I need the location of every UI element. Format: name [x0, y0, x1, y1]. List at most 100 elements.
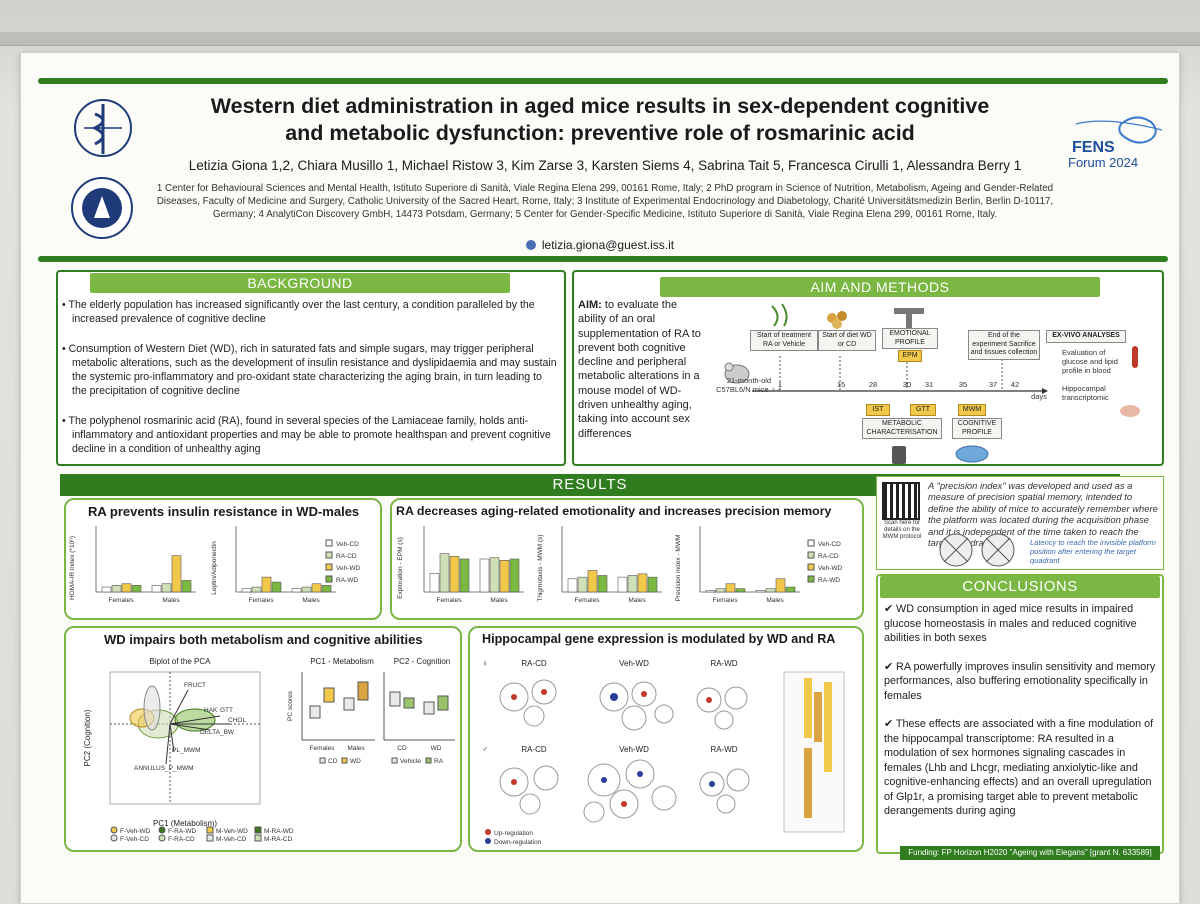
net-f-ra-wd: RA-WD: [710, 659, 737, 668]
var-pl-mwm: PL_MWM: [172, 747, 201, 754]
male-symbol-icon: ♂: [482, 745, 488, 754]
title-line-1: Western diet administration in aged mice…: [210, 94, 990, 118]
exvivo-item-1: Evaluation of glucose and lipid profile …: [1062, 348, 1118, 375]
legend2-ra-wd: RA-WD: [818, 577, 840, 584]
start-diet-box: Start of diet WD or CD: [818, 330, 876, 351]
var-chol: CHOL: [228, 717, 246, 724]
bar-females-veh-cd: [101, 586, 112, 593]
category-label: Males: [490, 597, 508, 604]
category-label: Males: [766, 597, 784, 604]
pc-ylabel: PC scores: [287, 690, 294, 721]
day-42: 42: [1010, 380, 1020, 389]
panel-gene-title: Hippocampal gene expression is modulated…: [482, 632, 836, 646]
epm-box: EPM: [898, 350, 922, 362]
bar-females-ra-wd: [735, 588, 746, 593]
day-35: 35: [958, 380, 968, 389]
panel-pca-title: WD impairs both metabolism and cognitive…: [104, 632, 423, 647]
legend-veh-cd: Veh-CD: [336, 541, 359, 548]
day-37: 37: [988, 380, 998, 389]
bar-males-veh-wd: [311, 583, 322, 593]
metabolic-char-box: METABOLIC CHARACTERISATION: [862, 418, 942, 439]
pca-legend-0: F-Veh-CD: [120, 836, 149, 843]
net-m-ra-wd: RA-WD: [710, 745, 737, 754]
legend2-veh-wd: Veh-WD: [818, 565, 843, 572]
pc1-group-females: Females: [310, 745, 336, 752]
pca-legend-4: F-Veh-WD: [120, 828, 151, 835]
pool-icon: [955, 445, 989, 463]
email-icon: [525, 240, 536, 250]
female-symbol-icon: ♀: [482, 659, 488, 668]
bar-females-ra-wd: [271, 581, 282, 593]
bar-females-veh-cd: [705, 590, 716, 593]
funding-banner: Funding: FP Horizon H2020 "Ageing with E…: [900, 846, 1160, 860]
latency-note: Latency to reach the invisible platform …: [1030, 538, 1156, 565]
biplot-title: Biplot of the PCA: [150, 657, 212, 666]
background-text: • The elderly population has increased s…: [62, 298, 558, 472]
pc1-legend-wd: WD: [350, 758, 361, 765]
var-delta-bw: DELTA_BW: [200, 729, 235, 736]
category-label: Females: [437, 597, 463, 604]
aim-label: AIM:: [578, 299, 602, 311]
bar-females-ra-cd: [111, 585, 122, 593]
glucometer-icon: [892, 446, 906, 464]
bar-females-veh-wd: [587, 570, 598, 593]
fens-forum: Forum 2024: [1068, 155, 1138, 170]
net-m-veh-wd: Veh-WD: [619, 745, 649, 754]
panel-insulin-title: RA prevents insulin resistance in WD-mal…: [88, 504, 360, 519]
emotionality-legend: Veh-CD RA-CD Veh-WD RA-WD: [807, 539, 843, 584]
pca-legend-3: M-RA-CD: [264, 836, 292, 843]
bar-males-ra-cd: [161, 583, 172, 593]
authors: Letizia Giona 1,2, Chiara Musillo 1, Mic…: [188, 158, 1022, 173]
background-p3: • The polyphenol rosmarinic acid (RA), f…: [62, 415, 551, 455]
precision-note-box: [876, 476, 1164, 570]
network-female-ra-wd: [696, 686, 748, 730]
bar-males-ra-wd: [509, 558, 520, 593]
email-text: letizia.giona@guest.iss.it: [541, 238, 675, 252]
var-annulus-mwm: ANNULUS_P_MWM: [134, 765, 194, 772]
bar-males-veh-wd: [499, 560, 510, 593]
bar-males-ra-cd: [627, 575, 638, 593]
iss-logo-icon: [74, 99, 132, 157]
bar-males-ra-wd: [181, 580, 192, 593]
precision-ylabel: Precision index - MWM: [675, 535, 682, 602]
pca-legend-5: F-RA-WD: [168, 828, 196, 835]
legend-ra-wd: RA-WD: [336, 577, 358, 584]
conclusion-3: ✔ These effects are associated with a fi…: [884, 718, 1154, 817]
legend2-ra-cd: RA-CD: [818, 553, 839, 560]
net-m-ra-cd: RA-CD: [521, 745, 547, 754]
homa-ylabel: HOMA-IR index (*10⁶): [69, 536, 76, 600]
legend2-veh-cd: Veh-CD: [818, 541, 841, 548]
cognitive-profile-box: COGNITIVE PROFILE: [952, 418, 1002, 439]
mwm-box: MWM: [958, 404, 986, 416]
var-gtt: GTT: [220, 707, 233, 714]
category-label: Females: [249, 597, 275, 604]
pc1-legend-cd: CD: [328, 758, 338, 765]
bar-males-veh-cd: [479, 558, 490, 593]
network-male-ra-wd: [699, 768, 750, 814]
legend-ra-cd: RA-CD: [336, 553, 357, 560]
gene-heatmap: [783, 671, 845, 833]
bar-females-ra-wd: [131, 585, 142, 593]
conclusions-text: ✔ WD consumption in aged mice results in…: [884, 602, 1158, 833]
conclusions-section: [876, 574, 1164, 854]
network-male-ra-cd: [499, 765, 559, 815]
end-experiment-box: End of the experiment Sacrifice and tiss…: [968, 330, 1040, 360]
catholic-university-seal-icon: [71, 177, 133, 239]
thigmotaxis-ylabel: Thigmotaxis - MWM (s): [537, 534, 544, 601]
pc2-title: PC2 - Cognition: [394, 657, 450, 666]
conclusions-heading: CONCLUSIONS: [880, 576, 1160, 598]
background-section: [56, 270, 566, 466]
bar-males-veh-cd: [291, 588, 302, 593]
bar-males-veh-cd: [617, 576, 628, 593]
aim-methods-heading: AIM AND METHODS: [660, 277, 1100, 297]
pc2-group-wd: WD: [431, 745, 442, 752]
pca-legend-6: M-Veh-WD: [216, 828, 248, 835]
day-28: 28: [868, 380, 878, 389]
category-label: Males: [162, 597, 180, 604]
day-15: 15: [836, 380, 846, 389]
pc2-boxplot: CD WD Vehicle RA: [383, 672, 455, 765]
